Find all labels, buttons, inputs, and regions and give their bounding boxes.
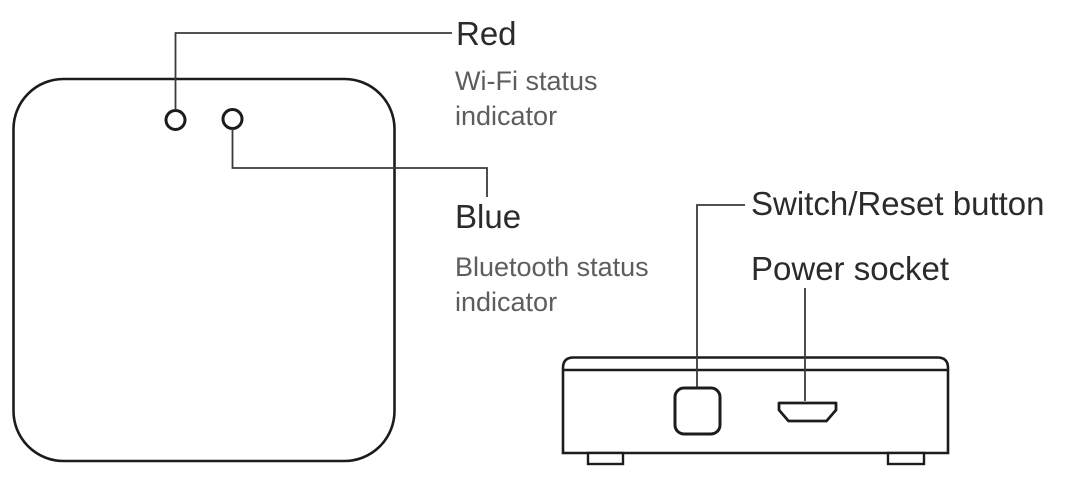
- device-top-view-outline: [12, 77, 396, 463]
- power-socket-shape: [777, 401, 838, 423]
- leader-line-blue: [231, 129, 488, 197]
- red-indicator-label: Red: [456, 15, 517, 52]
- device-side-view-outline: [561, 356, 950, 455]
- leader-line-red: [174, 32, 452, 110]
- power-socket-label: Power socket: [751, 250, 950, 287]
- leader-line-switch-reset: [696, 204, 745, 387]
- device-foot-right: [886, 451, 926, 466]
- switch-reset-button-shape: [673, 386, 722, 436]
- red-indicator-description: Wi-Fi status indicator: [455, 66, 598, 132]
- device-foot-left: [586, 451, 625, 466]
- blue-indicator-label: Blue: [455, 198, 522, 235]
- switch-reset-button-label: Switch/Reset button: [751, 185, 1045, 222]
- bluetooth-led-indicator: [221, 108, 244, 130]
- blue-indicator-description: Bluetooth status indicator: [455, 252, 649, 318]
- wifi-led-indicator: [164, 109, 187, 131]
